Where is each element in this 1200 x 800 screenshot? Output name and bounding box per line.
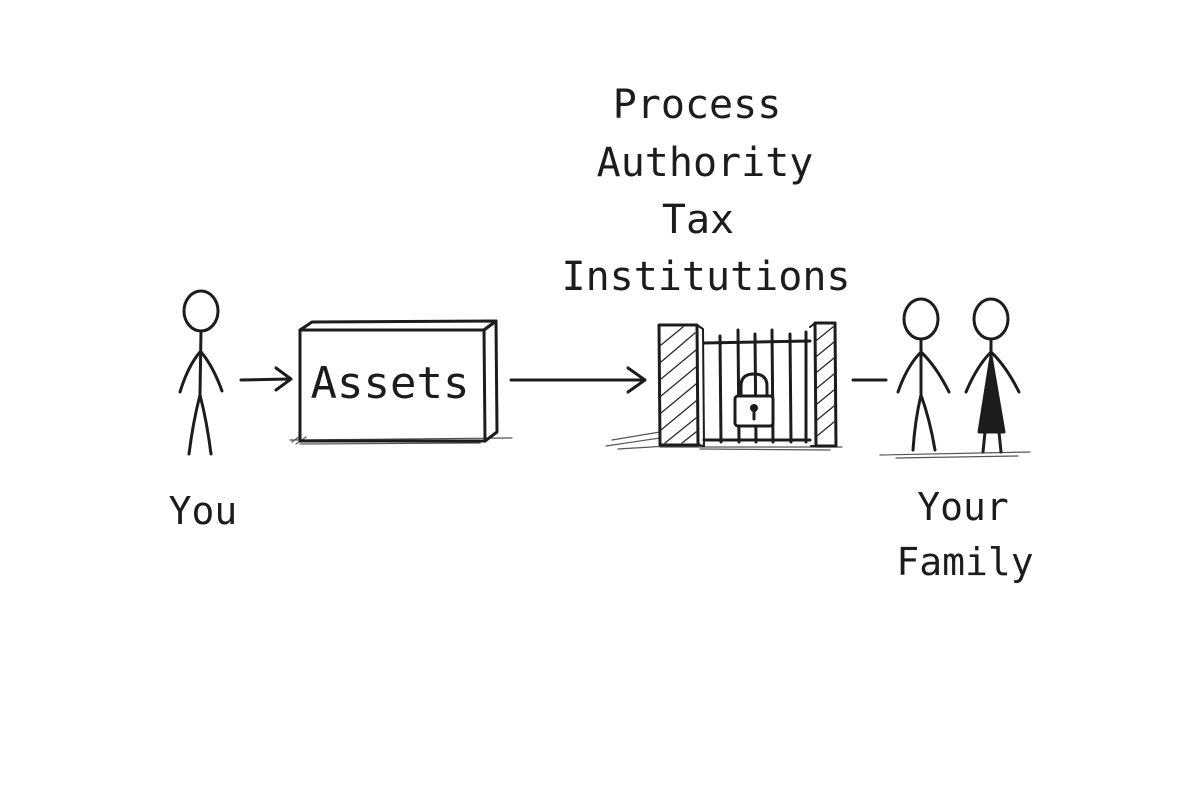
arrow-you-to-assets-icon — [239, 366, 293, 392]
family-label-line1: Your — [917, 485, 1009, 529]
you-figure-icon — [178, 289, 224, 456]
you-label: You — [169, 489, 238, 533]
family-figures — [879, 297, 1031, 459]
family-member-2-icon — [964, 297, 1021, 454]
padlock-icon — [733, 372, 775, 428]
barrier-label-authority: Authority — [597, 140, 814, 186]
barrier-label-tax: Tax — [662, 197, 734, 243]
barrier-labels: Process Authority Tax Institutions — [562, 82, 851, 300]
barrier-label-process: Process — [613, 82, 782, 128]
assets-box — [289, 319, 513, 445]
assets-label: Assets — [311, 358, 470, 409]
family-member-1-icon — [896, 297, 951, 452]
arrow-assets-to-gate-icon — [509, 366, 647, 394]
barrier-label-institutions: Institutions — [562, 254, 851, 300]
barred-gate-icon — [605, 321, 843, 451]
family-label-line2: Family — [896, 540, 1033, 584]
